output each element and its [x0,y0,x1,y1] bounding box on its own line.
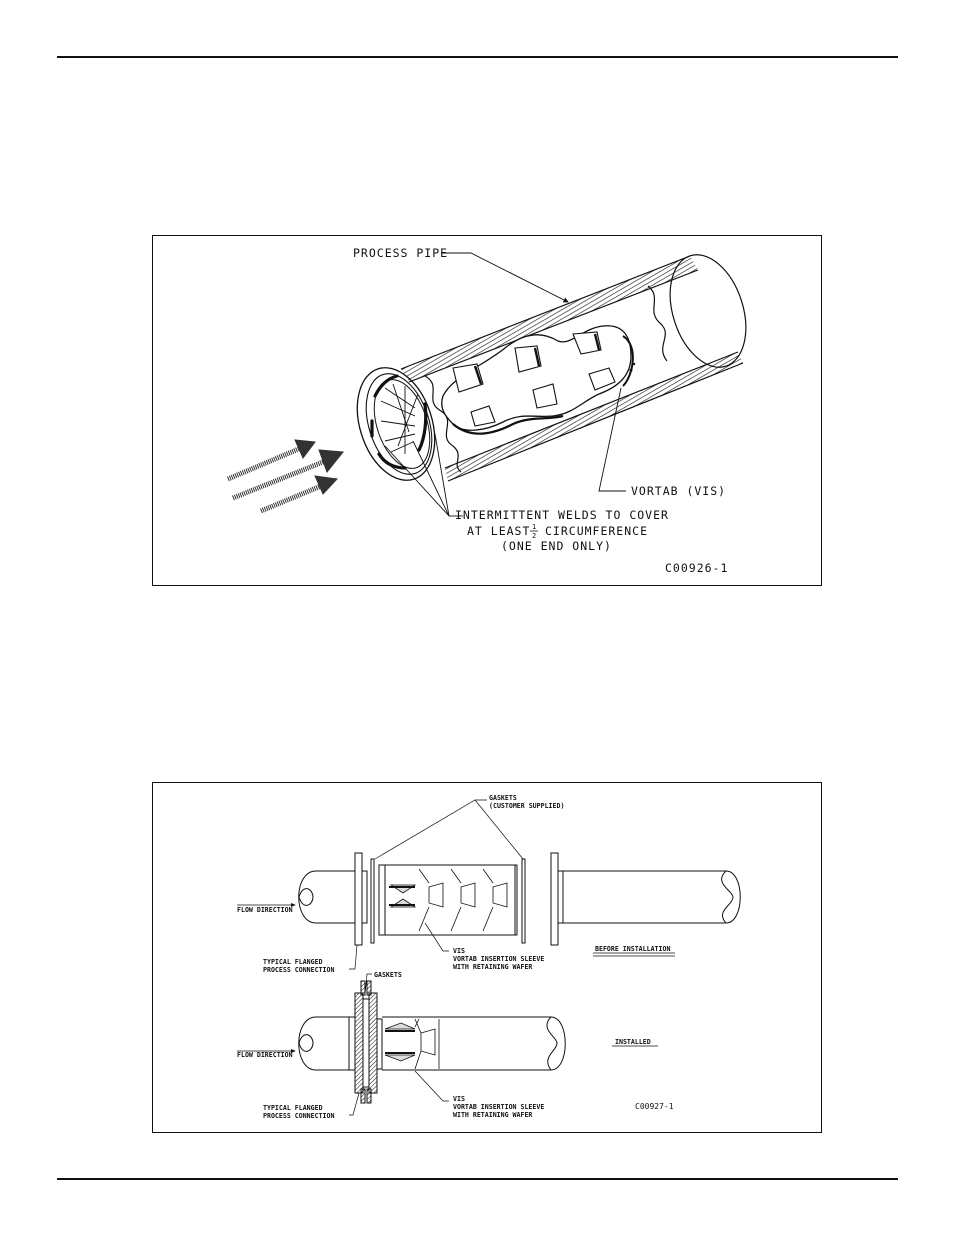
vortab-pipe-illustration: PROCESS PIPE VORTAB (VIS) INTERMITTENT W… [227,246,747,575]
label-typical-bottom-2: PROCESS CONNECTION [263,1112,334,1120]
leader-vis-before [424,922,449,952]
label-flow-direction-bottom: FLOW DIRECTION [237,1051,293,1059]
tab-3 [572,331,602,355]
label-vis-top-2: VORTAB INSERTION SLEEVE [453,955,544,963]
label-vortab: VORTAB (VIS) [631,484,726,498]
label-process-pipe: PROCESS PIPE [353,246,448,260]
leader-typical-before [349,944,358,970]
pipe-wall-top [401,256,698,382]
label-vis-top-1: VIS [453,947,465,955]
label-vis-top-3: WITH RETAINING WAFER [453,963,532,971]
label-vis-bottom-1: VIS [453,1095,465,1103]
label-weld-line2a: AT LEAST [467,524,530,538]
right-pipe-before [563,870,726,924]
tab-4 [470,405,496,427]
figure-code-2: C00927-1 [635,1102,674,1111]
leader-weld-3 [434,433,450,517]
figure-code: C00926-1 [665,561,728,575]
before-installation-assembly [298,852,741,946]
left-flange-before [354,852,363,946]
flow-arrow-3 [260,475,339,514]
figure-vortab-insertion-sleeve: GASKETS (CUSTOMER SUPPLIED) FLOW DIRECTI… [152,782,822,1133]
leader-process-pipe [441,252,569,303]
label-weld-fraction-num: 1 [532,523,536,531]
tab-2 [514,345,542,373]
gasket-installed [362,998,370,1088]
gasket-right [521,858,526,944]
label-installed: INSTALLED [615,1038,651,1046]
gasket-left [370,858,375,944]
leader-gaskets-top [374,799,487,860]
pipe-wall-bottom [445,352,743,481]
left-pipe-before [316,870,355,924]
leader-typical-installed [349,1092,360,1116]
label-typical-bottom-1: TYPICAL FLANGED [263,1104,323,1112]
left-pipe-installed [316,1016,349,1071]
flow-arrow-1 [227,439,316,482]
vortab-vanes [380,383,419,454]
tab-5 [532,383,558,409]
figure-vortab-welded-pipe: PROCESS PIPE VORTAB (VIS) INTERMITTENT W… [152,235,822,586]
label-flow-direction-top: FLOW DIRECTION [237,906,293,914]
label-weld-fraction-den: 2 [532,532,536,540]
sleeve-tabs-installed [384,1018,440,1070]
label-gaskets-bottom: GASKETS [374,971,402,979]
vortab-tabs [452,331,616,427]
label-weld-line1: INTERMITTENT WELDS TO COVER [455,508,669,522]
footer-rule [57,1178,898,1180]
leader-vis-installed [414,1070,449,1102]
leader-gaskets-bottom [364,973,372,996]
sleeve-tabs-before [389,868,508,932]
tab-6 [588,367,616,391]
cutaway-edge-right [647,285,668,362]
label-vis-bottom-3: WITH RETAINING WAFER [453,1111,532,1119]
flow-arrow-2 [232,449,344,501]
leader-weld-1 [384,445,450,517]
vortab-sleeve-before [378,864,518,936]
label-weld-line3: (ONE END ONLY) [501,539,612,553]
vortab-sleeve-rim [452,414,564,435]
bolted-flange-right [368,992,378,1094]
header-rule [57,56,898,58]
cutaway-edge-left [424,375,462,473]
right-pipe-installed [382,1016,551,1071]
label-vis-bottom-2: VORTAB INSERTION SLEEVE [453,1103,544,1111]
label-gaskets-top: GASKETS [489,794,517,802]
leader-vortab [598,387,626,492]
label-before-installation: BEFORE INSTALLATION [595,945,670,953]
label-gaskets-top-sub: (CUSTOMER SUPPLIED) [489,802,564,810]
leader-weld-2 [412,440,450,517]
intermittent-welds [370,374,428,470]
right-flange-before [550,852,559,946]
label-typical-top-2: PROCESS CONNECTION [263,966,334,974]
bolted-flange-left [354,992,364,1094]
insertion-sleeve-illustration: GASKETS (CUSTOMER SUPPLIED) FLOW DIRECTI… [237,794,741,1120]
label-typical-top-1: TYPICAL FLANGED [263,958,323,966]
installed-assembly [298,980,566,1104]
label-weld-line2b: CIRCUMFERENCE [545,524,648,538]
flow-arrows [227,439,344,514]
